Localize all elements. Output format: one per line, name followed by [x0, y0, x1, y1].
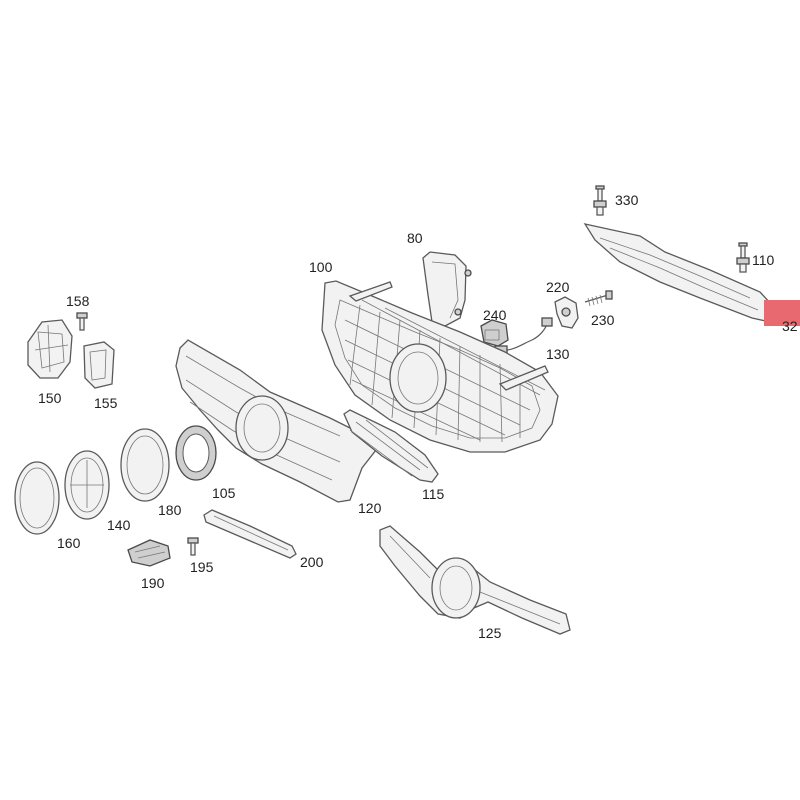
callout-330: 330: [615, 192, 639, 208]
ring-105: [175, 425, 217, 481]
sensor-240: [480, 319, 509, 347]
upper-bracket: [583, 223, 773, 323]
callout-32: 32: [782, 318, 798, 334]
callout-158: 158: [66, 293, 90, 309]
callout-240: 240: [483, 307, 507, 323]
cover-150: [27, 319, 73, 379]
trim-200: [203, 509, 297, 559]
callout-130: 130: [546, 346, 570, 362]
callout-160: 160: [57, 535, 81, 551]
clip-190: [127, 539, 171, 567]
callout-230: 230: [591, 312, 615, 328]
callout-80: 80: [407, 230, 423, 246]
module-155: [83, 341, 115, 389]
screw-195: [187, 537, 199, 556]
callout-105: 105: [212, 485, 236, 501]
insert-115: [343, 409, 439, 483]
emblem-140: [64, 450, 110, 520]
screw-230: [584, 290, 613, 307]
grille-bars-120: [175, 339, 377, 503]
callout-220: 220: [546, 279, 570, 295]
callout-195: 195: [190, 559, 214, 575]
highlight-marker: [764, 300, 800, 326]
bracket-80: [422, 251, 472, 327]
callout-115: 115: [422, 486, 445, 502]
screw-158: [76, 312, 88, 331]
ring-160: [14, 461, 60, 535]
callout-190: 190: [141, 575, 165, 591]
ring-180: [120, 428, 170, 502]
grille-bar-125: [379, 525, 571, 635]
callout-140: 140: [107, 517, 131, 533]
callout-100: 100: [309, 259, 333, 275]
bolt-330: [593, 185, 607, 216]
callout-110: 110: [752, 252, 775, 268]
bolt-110: [736, 242, 750, 273]
grille-frame-100: [321, 280, 559, 453]
callout-200: 200: [300, 554, 324, 570]
callout-120: 120: [358, 500, 382, 516]
sensor-220: [554, 296, 579, 329]
callout-155: 155: [94, 395, 118, 411]
callout-125: 125: [478, 625, 502, 641]
callout-180: 180: [158, 502, 182, 518]
callout-150: 150: [38, 390, 62, 406]
